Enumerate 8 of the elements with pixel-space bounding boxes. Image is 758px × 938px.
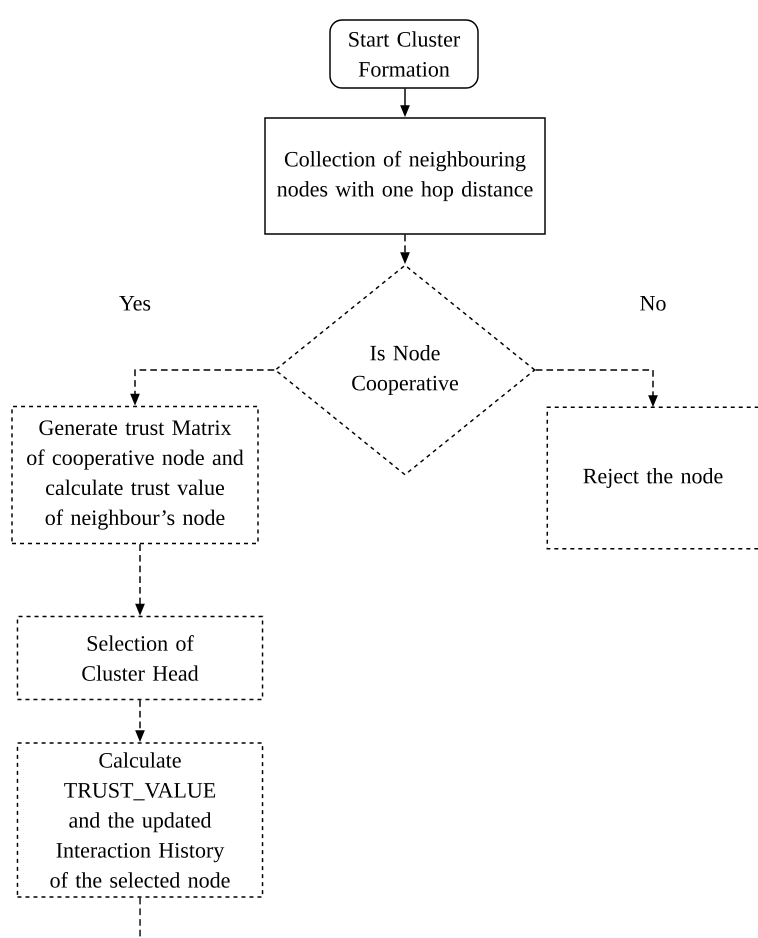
start-box: Start Cluster Formation xyxy=(329,19,479,89)
edge-label: No xyxy=(638,294,668,312)
process-box: Reject the node xyxy=(546,406,758,550)
process-box: Generate trust Matrix of cooperative node and calculate trust value of neighbour’s node xyxy=(11,406,259,544)
edge-label: Yes xyxy=(118,294,152,312)
process-box: Calculate TRUST_VALUE and the updated Interaction History of the selected node xyxy=(16,742,264,898)
process-box: Collection of neighbouring nodes with one hop distance xyxy=(264,117,546,235)
process-box: Selection of Cluster Head xyxy=(16,616,264,700)
